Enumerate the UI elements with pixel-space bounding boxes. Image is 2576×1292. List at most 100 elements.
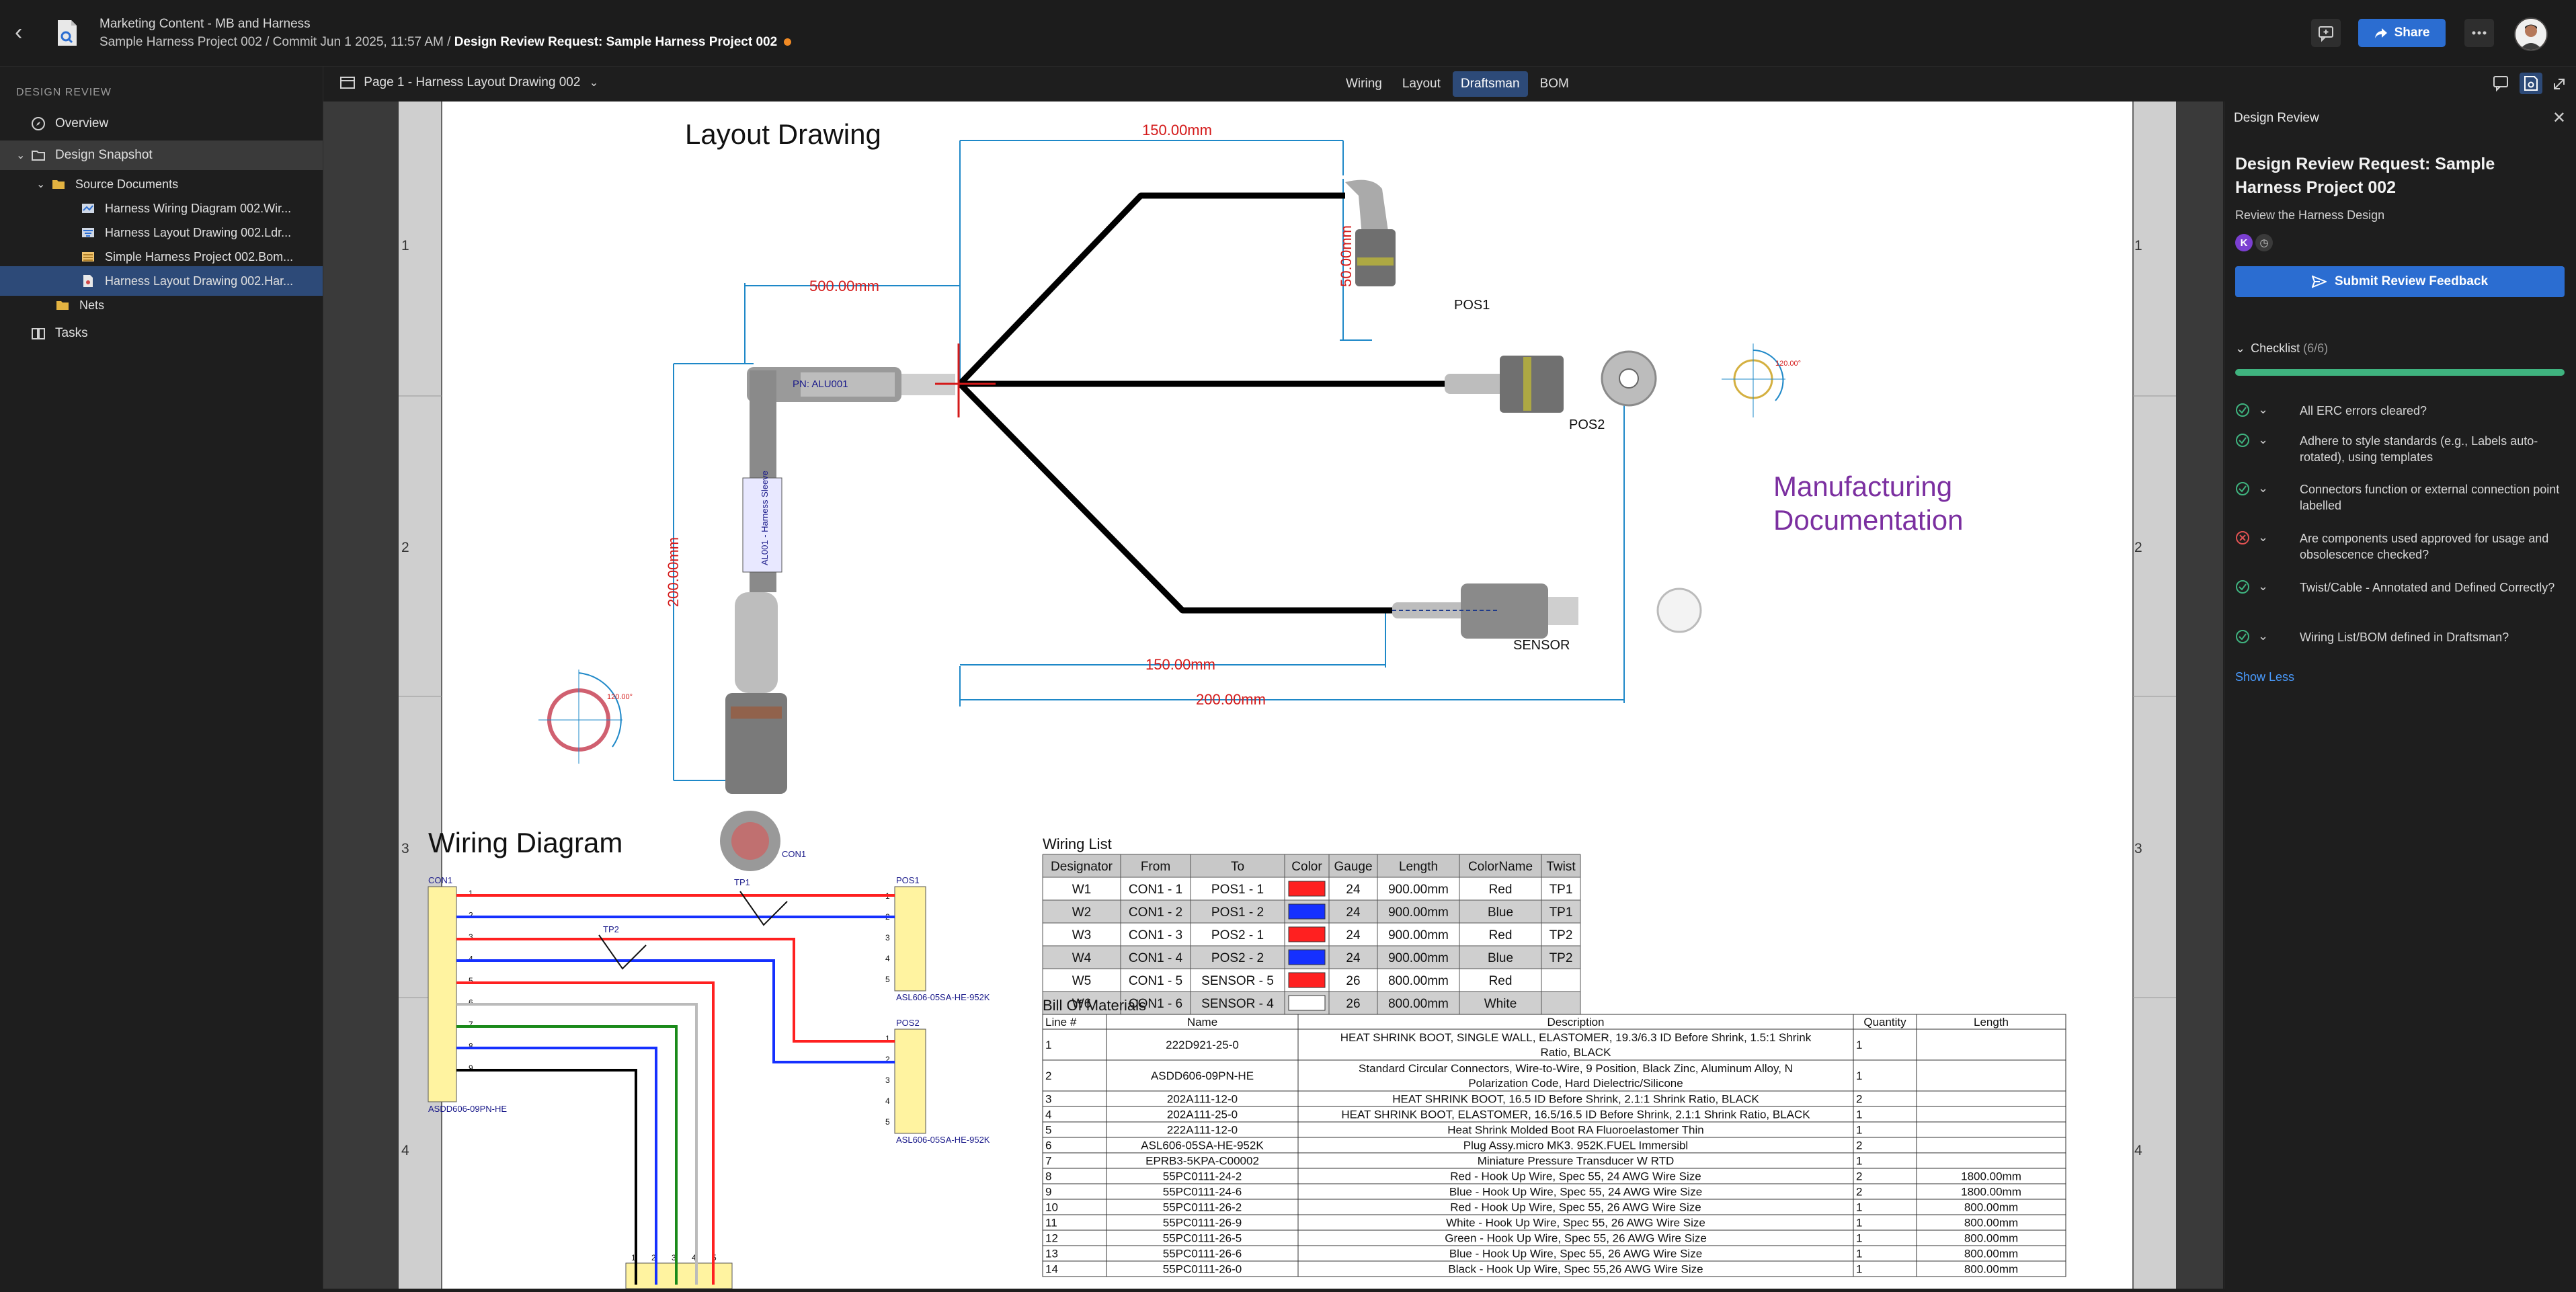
pos1-pin-number: 4 xyxy=(885,954,890,963)
tab-draftsman[interactable]: Draftsman xyxy=(1452,71,1528,97)
bom-part-name: 222D921-25-0 xyxy=(1166,1039,1239,1051)
send-icon xyxy=(2311,275,2327,288)
schematic-wire xyxy=(456,1069,637,1285)
schematic-wire xyxy=(456,981,715,1285)
more-options-button[interactable] xyxy=(2464,19,2494,47)
sidebar-item-doc-bom[interactable]: Simple Harness Project 002.Bom... xyxy=(0,242,323,272)
bom-line-number: 12 xyxy=(1045,1232,1058,1245)
con1-pin-number: 1 xyxy=(469,889,473,898)
sidebar-item-nets[interactable]: Nets xyxy=(0,290,323,320)
page-selector[interactable]: Page 1 - Harness Layout Drawing 002 ⌄ xyxy=(340,75,598,90)
checklist-progress-bar xyxy=(2235,369,2565,376)
bom-line-number: 4 xyxy=(1045,1108,1051,1121)
bom-part-name: 55PC0111-26-0 xyxy=(1163,1263,1242,1276)
chevron-down-icon[interactable]: ⌄ xyxy=(36,179,46,190)
expand-icon[interactable] xyxy=(2554,79,2565,89)
review-request-title: Design Review Request: Sample Harness Pr… xyxy=(2235,155,2495,197)
sidebar-item-design-snapshot[interactable]: ⌄ Design Snapshot xyxy=(0,140,323,170)
wiring-list-cell: POS1 - 1 xyxy=(1211,883,1264,897)
wiring-list-header: Gauge xyxy=(1334,860,1372,874)
sidebar-item-label: Harness Layout Drawing 002.Ldr... xyxy=(105,225,292,239)
bom-description: Blue - Hook Up Wire, Spec 55, 26 AWG Wir… xyxy=(1449,1248,1702,1260)
close-icon[interactable]: ✕ xyxy=(2552,109,2566,127)
back-arrow-icon[interactable]: ‹ xyxy=(15,19,23,45)
sidebar-item-overview[interactable]: Overview xyxy=(0,109,323,138)
bom-quantity: 2 xyxy=(1856,1093,1862,1106)
angle-label: 120.00° xyxy=(607,693,633,701)
bom-quantity: 2 xyxy=(1856,1186,1862,1199)
sensor-pin-number: 1 xyxy=(631,1253,636,1262)
bom-description: Plug Assy.micro MK3. 952K.FUEL Immersibl xyxy=(1463,1139,1688,1152)
bom-line-number: 14 xyxy=(1045,1263,1058,1276)
project-name[interactable]: Marketing Content - MB and Harness xyxy=(99,17,311,31)
bom-quantity: 2 xyxy=(1856,1139,1862,1152)
bom-quantity: 1 xyxy=(1856,1039,1862,1051)
sidebar-item-doc-harness[interactable]: Harness Layout Drawing 002.Har... xyxy=(0,266,323,296)
pos1-connector xyxy=(1345,179,1396,286)
bom-line-number: 11 xyxy=(1045,1217,1057,1229)
sidebar-item-source-documents[interactable]: ⌄ Source Documents xyxy=(0,169,323,199)
bom-quantity: 1 xyxy=(1856,1108,1862,1121)
bom-part-name: 55PC0111-26-5 xyxy=(1163,1232,1242,1245)
chevron-down-icon[interactable]: ⌄ xyxy=(2258,403,2269,416)
wiring-list-cell: 24 xyxy=(1346,883,1361,897)
tab-bom[interactable]: BOM xyxy=(1539,77,1569,91)
manufacturing-documentation-line2: Documentation xyxy=(1773,504,1964,536)
reviewer-avatar[interactable]: K xyxy=(2235,234,2253,251)
checklist-header[interactable]: ⌄Checklist (6/6) xyxy=(2235,341,2328,356)
tab-wiring[interactable]: Wiring xyxy=(1346,77,1382,91)
bom-quantity: 1 xyxy=(1856,1124,1862,1137)
sidebar-item-doc-wiring[interactable]: Harness Wiring Diagram 002.Wir... xyxy=(0,194,323,223)
chevron-down-icon[interactable]: ⌄ xyxy=(2258,530,2269,544)
bom-part-name: 55PC0111-24-2 xyxy=(1163,1170,1242,1183)
breadcrumb-path[interactable]: Sample Harness Project 002 / Commit Jun … xyxy=(99,35,454,49)
progress-fill xyxy=(2235,369,2565,376)
pos2-pin-number: 4 xyxy=(885,1096,890,1106)
chevron-down-icon[interactable]: ⌄ xyxy=(2258,629,2269,643)
con1-pin-number: 4 xyxy=(469,955,473,964)
comments-panel-icon[interactable] xyxy=(2493,76,2508,92)
sensor-block xyxy=(625,1262,733,1289)
pos1-label: POS1 xyxy=(1454,298,1490,313)
sidebar-item-tasks[interactable]: Tasks xyxy=(0,319,323,348)
tab-layout[interactable]: Layout xyxy=(1402,77,1441,91)
show-less-link[interactable]: Show Less xyxy=(2235,670,2295,684)
chevron-down-icon[interactable]: ⌄ xyxy=(2258,579,2269,593)
bom-part-name: 202A111-12-0 xyxy=(1167,1093,1238,1106)
row-marker: 1 xyxy=(2134,238,2142,253)
check-circle-icon xyxy=(2236,434,2249,447)
panel-title: Design Review xyxy=(2234,111,2319,125)
panel-tool-icons xyxy=(2493,73,2565,94)
chevron-down-icon[interactable]: ⌄ xyxy=(2258,481,2269,495)
wiring-list-cell: TP2 xyxy=(1549,928,1573,942)
add-reviewer-clock-icon[interactable]: ◷ xyxy=(2255,234,2273,251)
share-button[interactable]: Share xyxy=(2358,19,2446,47)
bom-frame xyxy=(1042,1014,2066,1277)
sensor-pin-number: 4 xyxy=(692,1253,696,1262)
wiring-list-cell: 800.00mm xyxy=(1388,974,1449,988)
con1-icon-label: CON1 xyxy=(782,849,806,859)
dimension-label: 50.00mm xyxy=(1338,225,1355,287)
drawing-canvas[interactable]: 1 2 3 4 1 2 3 4 Layout Drawing Manufactu… xyxy=(323,102,2223,1289)
user-avatar[interactable] xyxy=(2514,17,2548,51)
submit-review-feedback-button[interactable]: Submit Review Feedback xyxy=(2235,266,2565,297)
wiring-list-cell: Red xyxy=(1489,974,1513,988)
checklist-item-text: All ERC errors cleared? xyxy=(2300,404,2427,417)
bom-length: 800.00mm xyxy=(1964,1248,2018,1260)
breadcrumb-current: Design Review Request: Sample Harness Pr… xyxy=(454,35,778,49)
bom-line-number: 7 xyxy=(1045,1155,1051,1168)
wiring-list-cell: 900.00mm xyxy=(1388,951,1449,965)
comment-button[interactable] xyxy=(2311,19,2341,47)
chevron-down-icon: ⌄ xyxy=(2235,341,2246,355)
wiring-list-cell: CON1 - 5 xyxy=(1129,974,1182,988)
sidebar-item-label: Nets xyxy=(79,298,105,312)
row-marker: 3 xyxy=(2134,841,2142,856)
sidebar-item-doc-layout[interactable]: Harness Layout Drawing 002.Ldr... xyxy=(0,218,323,247)
chevron-down-icon[interactable]: ⌄ xyxy=(2258,433,2269,446)
review-panel-icon[interactable] xyxy=(2520,73,2542,94)
bom-header: Quantity xyxy=(1863,1016,1906,1028)
compass-icon xyxy=(32,117,45,130)
sidebar-item-label: Overview xyxy=(55,116,109,130)
chevron-down-icon[interactable]: ⌄ xyxy=(16,150,26,161)
wire-color-swatch xyxy=(1288,881,1326,897)
